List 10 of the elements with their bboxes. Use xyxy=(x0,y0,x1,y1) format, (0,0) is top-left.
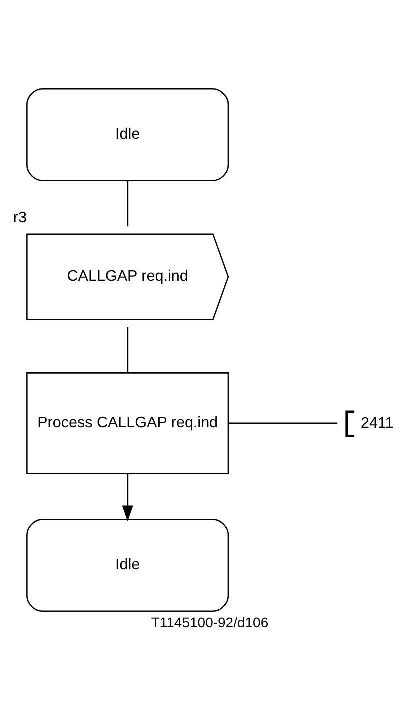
node-box: Idle xyxy=(26,518,230,612)
arrow xyxy=(122,473,134,522)
node-label: r3 xyxy=(13,208,27,226)
node-box: Process CALLGAP req.ind xyxy=(26,372,230,474)
connector xyxy=(228,422,338,424)
connector xyxy=(127,326,129,372)
node-box: Idle xyxy=(26,88,230,181)
caption: T1145100-92/d106 xyxy=(151,614,269,630)
node-text: 2411 xyxy=(360,414,394,432)
connector xyxy=(127,180,129,226)
